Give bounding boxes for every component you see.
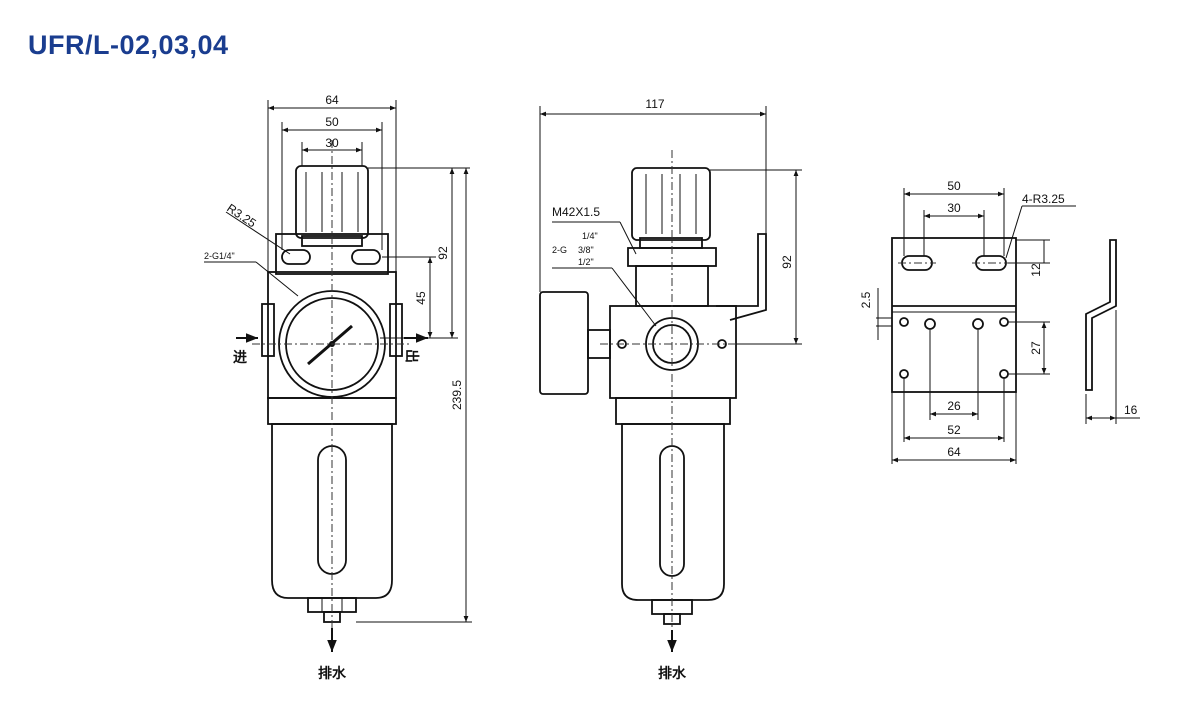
side-port-prefix: 2-G	[552, 245, 567, 255]
bracket-radius-label: 4-R3.25	[1022, 192, 1065, 206]
bracket-dim-hole-pitch-outer: 52	[947, 423, 961, 437]
front-inlet-port	[261, 303, 275, 357]
bracket-hole	[999, 317, 1009, 327]
side-mounting-bracket	[716, 233, 767, 321]
bracket-dim-plate-width: 64	[947, 445, 961, 459]
front-outlet-port	[389, 303, 403, 357]
bracket-dim-top-offset: 12	[1029, 263, 1043, 277]
bracket-view: 50 30 4-R3.25 12 2.5 27 26 52	[859, 179, 1140, 464]
side-gauge-stem	[587, 329, 611, 359]
front-dim-height-total: 239.5	[450, 380, 464, 410]
front-dim-height-knob: 92	[436, 246, 450, 260]
bracket-hole	[924, 318, 936, 330]
bracket-hole	[999, 369, 1009, 379]
side-thread-label: M42X1.5	[552, 205, 600, 219]
front-dim-height-port: 45	[414, 291, 428, 305]
front-slot-right	[351, 249, 381, 265]
front-dim-radius: R3.25	[224, 201, 259, 231]
side-dim-width: 117	[645, 97, 664, 111]
side-drain-label: 排水	[658, 665, 687, 682]
front-drain-label: 排水	[318, 665, 347, 682]
side-view: 117 92 M42X1.5 2-G 1/4" 3/8" 1/2" 排水	[539, 97, 802, 682]
side-gauge	[539, 291, 589, 395]
side-filter-bowl	[621, 423, 725, 601]
bracket-dim-slot-outer: 50	[947, 179, 961, 193]
side-adjustment-knob	[631, 167, 711, 249]
bracket-hole	[899, 317, 909, 327]
side-body	[609, 305, 737, 399]
inlet-label: 进	[233, 350, 247, 366]
front-dim-width-outer: 64	[325, 93, 339, 107]
outlet-label: 出	[403, 349, 420, 363]
bracket-dim-hole-pitch-inner: 26	[947, 399, 961, 413]
front-slot-left	[281, 249, 311, 265]
bracket-dim-flange: 16	[1124, 403, 1138, 417]
front-view: 64 50 30 R3.25 2-G1/4" 92 45 239.5 进 出 排	[204, 93, 472, 682]
page-title: UFR/L-02,03,04	[28, 30, 229, 60]
front-dim-width-inner: 30	[325, 136, 339, 150]
bracket-side-profile	[1085, 239, 1117, 391]
bracket-dim-slot-inner: 30	[947, 201, 961, 215]
side-port-size-2: 3/8"	[578, 245, 594, 255]
side-dim-height-knob: 92	[780, 255, 794, 269]
bracket-hole	[972, 318, 984, 330]
front-filter-bowl	[271, 423, 393, 599]
bracket-plate	[891, 237, 1017, 393]
side-port-size-1: 1/4"	[582, 231, 598, 241]
bracket-hole	[899, 369, 909, 379]
bracket-dim-hole-pitch-v: 27	[1029, 341, 1043, 355]
side-port-size-3: 1/2"	[578, 257, 594, 267]
bracket-dim-thickness: 2.5	[859, 291, 873, 308]
front-port-label: 2-G1/4"	[204, 251, 235, 261]
front-dim-width-mid: 50	[325, 115, 339, 129]
side-bowl-collar	[615, 397, 731, 425]
